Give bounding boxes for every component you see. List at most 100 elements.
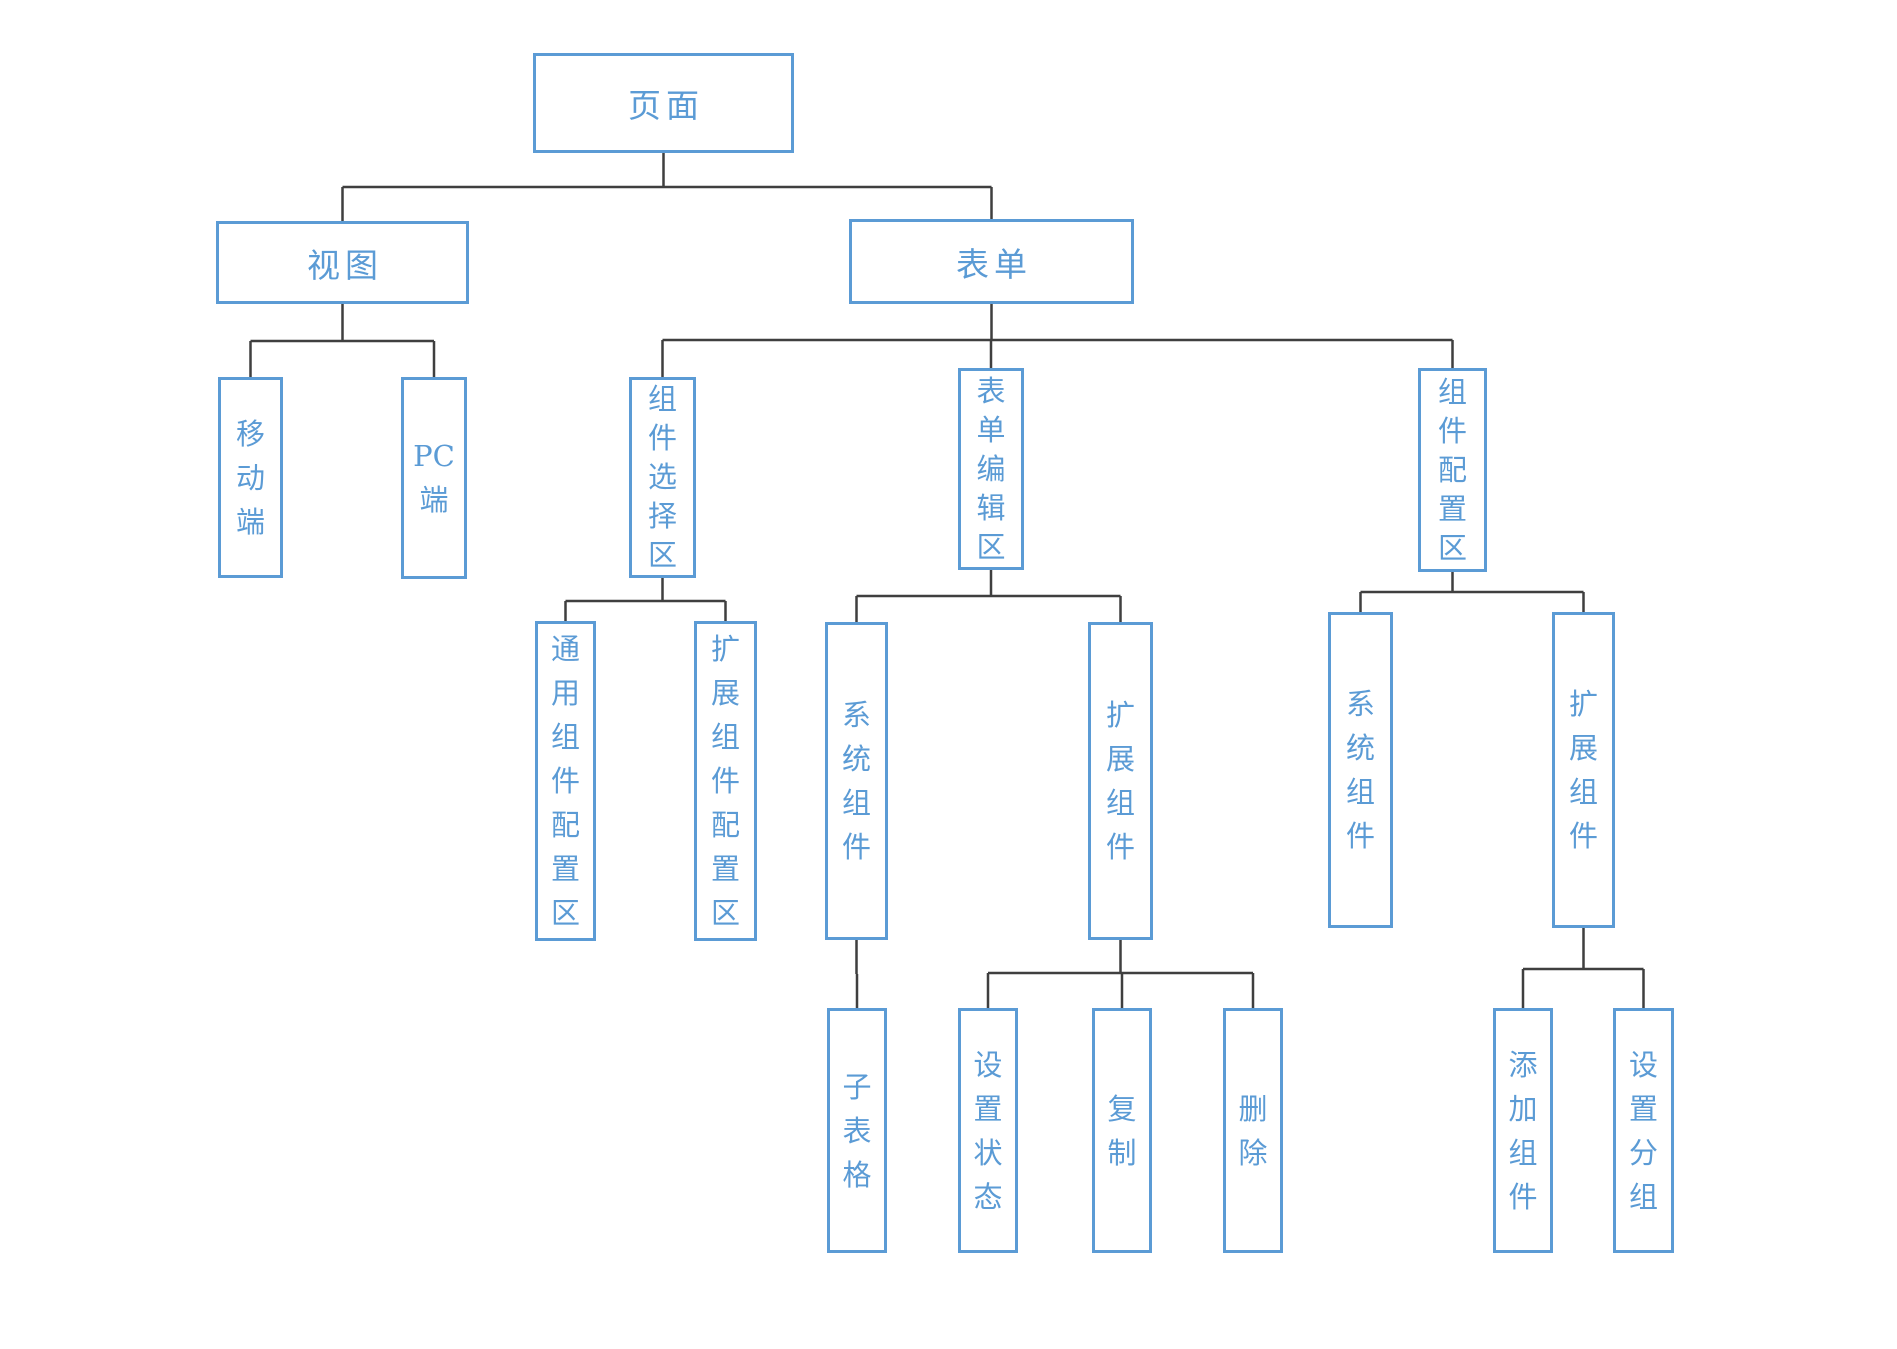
node-label-char: 用 xyxy=(550,676,580,710)
node-label-char: 区 xyxy=(647,538,677,572)
node-ext-component-config[interactable]: 扩展组件配置区 xyxy=(694,621,757,941)
node-delete[interactable]: 删除 xyxy=(1223,1008,1283,1253)
connector-component-config-area xyxy=(1359,572,1585,612)
node-label-char: 制 xyxy=(1107,1135,1137,1170)
node-mobile[interactable]: 移动端 xyxy=(218,377,283,578)
connector-ext-components-mid xyxy=(986,940,1255,1008)
node-label-char: 态 xyxy=(973,1179,1003,1214)
node-label-char: 组 xyxy=(1437,374,1467,409)
node-label-char: 组 xyxy=(550,720,580,754)
node-label-char: 组 xyxy=(647,382,677,416)
node-label-char: 件 xyxy=(1508,1179,1538,1214)
node-label-char: 状 xyxy=(973,1135,1003,1170)
node-label-char: 组 xyxy=(841,786,871,820)
node-label-char: 系 xyxy=(1345,687,1375,721)
node-view[interactable]: 视图 xyxy=(216,221,469,304)
connector-ext-components-right xyxy=(1521,928,1645,1008)
node-label-char: 组 xyxy=(1568,775,1598,809)
connector-form-edit-area xyxy=(855,570,1122,622)
node-label-char: 件 xyxy=(841,830,871,864)
node-pc[interactable]: PC 端 xyxy=(401,377,467,579)
node-label-char: 统 xyxy=(1345,731,1375,765)
node-label-char: 组 xyxy=(1628,1179,1658,1214)
node-copy[interactable]: 复制 xyxy=(1092,1008,1152,1253)
node-add-component[interactable]: 添加组件 xyxy=(1493,1008,1553,1253)
node-label-char: 区 xyxy=(550,896,580,930)
node-label-char: 件 xyxy=(1105,830,1135,864)
node-label: 页面 xyxy=(628,86,704,125)
connector-system-components-mid xyxy=(855,940,859,1008)
node-component-select-area[interactable]: 组件选择区 xyxy=(629,377,696,578)
node-label-char: 设 xyxy=(1628,1047,1658,1082)
node-label-char: 编 xyxy=(976,451,1006,486)
node-label-char: 端 xyxy=(419,483,449,517)
node-label-char: 设 xyxy=(973,1047,1003,1082)
node-label-char: 删 xyxy=(1238,1091,1268,1126)
node-label-char: 单 xyxy=(976,412,1006,447)
node-label-char: 扩 xyxy=(1568,687,1598,721)
node-label-char: 组 xyxy=(1508,1135,1538,1170)
node-label-char: 件 xyxy=(710,764,740,798)
node-label-char: 配 xyxy=(550,808,580,842)
node-label-char: 组 xyxy=(1345,775,1375,809)
node-label-char: 复 xyxy=(1107,1091,1137,1126)
node-label-char: 通 xyxy=(550,632,580,666)
connector-view xyxy=(249,304,436,377)
node-label-char: 置 xyxy=(710,852,740,886)
node-label-char: 组 xyxy=(710,720,740,754)
node-label-char: 除 xyxy=(1238,1135,1268,1170)
node-label-char: 择 xyxy=(647,499,677,533)
connector-page xyxy=(341,153,993,221)
node-page[interactable]: 页面 xyxy=(533,53,794,153)
node-label-char: 移 xyxy=(235,416,265,451)
node-label-char: 扩 xyxy=(710,632,740,666)
node-label-char: 子 xyxy=(842,1069,872,1104)
node-component-config-area[interactable]: 组件配置区 xyxy=(1418,368,1487,572)
node-label-char: 置 xyxy=(1437,491,1467,526)
node-label-char: 表 xyxy=(842,1113,872,1148)
node-label-char: 件 xyxy=(550,764,580,798)
node-label-char: 区 xyxy=(710,896,740,930)
node-label-char: 件 xyxy=(1568,819,1598,853)
node-label-char: 置 xyxy=(973,1091,1003,1126)
node-label-char: 展 xyxy=(1105,742,1135,776)
node-form-edit-area[interactable]: 表单编辑区 xyxy=(958,368,1024,570)
node-system-components-right[interactable]: 系统组件 xyxy=(1328,612,1393,928)
node-label-char: 区 xyxy=(976,529,1006,564)
node-label-char: 区 xyxy=(1437,530,1467,565)
node-label-char: 动 xyxy=(235,460,265,495)
node-system-components-mid[interactable]: 系统组件 xyxy=(825,622,888,940)
node-label-char: 件 xyxy=(647,421,677,455)
node-label: 视图 xyxy=(307,245,383,285)
node-set-group[interactable]: 设置分组 xyxy=(1613,1008,1674,1253)
node-label-char: 件 xyxy=(1437,413,1467,448)
node-label-char: 展 xyxy=(710,676,740,710)
node-label-char: 格 xyxy=(842,1157,872,1192)
node-ext-components-mid[interactable]: 扩展组件 xyxy=(1088,622,1153,940)
node-label-char: 系 xyxy=(841,698,871,732)
node-label-char: 件 xyxy=(1345,819,1375,853)
connector-component-select-area xyxy=(564,578,727,621)
node-set-status[interactable]: 设置状态 xyxy=(958,1008,1018,1253)
connector-form xyxy=(661,304,1454,377)
node-label-char: 统 xyxy=(841,742,871,776)
node-label-char: 配 xyxy=(710,808,740,842)
node-label-char: 展 xyxy=(1568,731,1598,765)
node-label-char: 配 xyxy=(1437,452,1467,487)
node-label-char: 置 xyxy=(550,852,580,886)
node-sub-table[interactable]: 子表格 xyxy=(827,1008,887,1253)
node-label: 表单 xyxy=(956,244,1032,284)
node-label-char: 添 xyxy=(1508,1047,1538,1082)
node-label-char: 加 xyxy=(1508,1091,1538,1126)
node-label-char: 辑 xyxy=(976,490,1006,525)
node-ext-components-right[interactable]: 扩展组件 xyxy=(1552,612,1615,928)
node-label-char: PC xyxy=(413,439,455,473)
node-label-char: 分 xyxy=(1628,1135,1658,1170)
node-form[interactable]: 表单 xyxy=(849,219,1134,304)
node-label-char: 表 xyxy=(976,373,1006,408)
node-label-char: 组 xyxy=(1105,786,1135,820)
node-general-component-config[interactable]: 通用组件配置区 xyxy=(535,621,596,941)
node-label-char: 选 xyxy=(647,460,677,494)
